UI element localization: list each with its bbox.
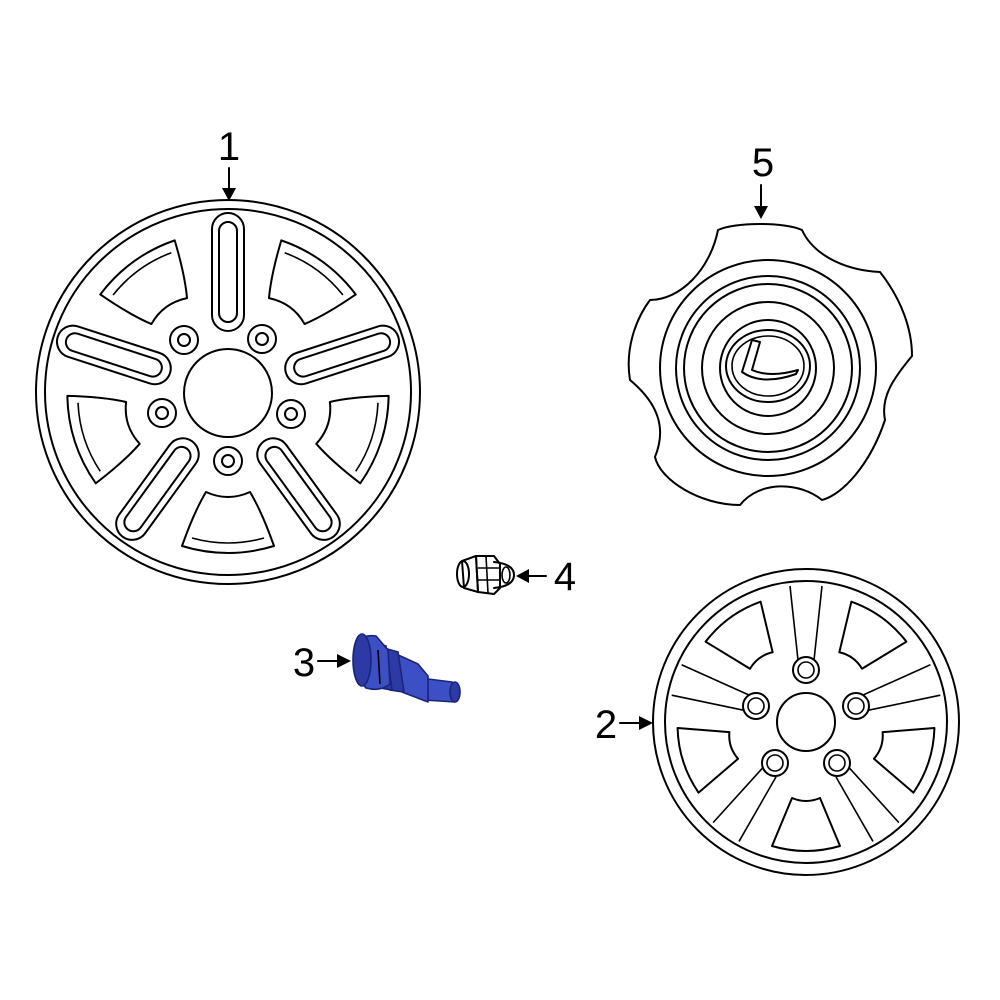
lug-nut[interactable] — [456, 555, 515, 595]
wheel-1-spokes — [55, 212, 401, 541]
callout-1-number: 1 — [218, 125, 240, 169]
lexus-logo-icon — [725, 329, 811, 403]
callout-4: 4 — [516, 555, 576, 599]
callout-2-number: 2 — [595, 703, 617, 747]
wheel-2-lug-holes — [742, 656, 870, 777]
wheel-1-lug-holes — [147, 324, 306, 476]
callout-5-number: 5 — [752, 141, 774, 185]
callout-1: 1 — [218, 125, 240, 201]
arrow-down-icon — [754, 206, 768, 219]
center-cap[interactable] — [627, 223, 913, 506]
arrow-down-icon — [222, 188, 236, 201]
callout-5: 5 — [752, 141, 774, 219]
callout-4-number: 4 — [554, 555, 576, 599]
wheel-1-windows — [66, 239, 390, 554]
arrow-left-icon — [516, 569, 529, 583]
callout-3-number: 3 — [293, 641, 315, 685]
valve-stem[interactable] — [352, 633, 461, 703]
wheel-1[interactable] — [35, 199, 421, 585]
wheel-2-windows — [676, 600, 936, 852]
wheel-2[interactable] — [652, 568, 960, 876]
callout-3: 3 — [293, 641, 351, 685]
callout-2: 2 — [595, 703, 653, 747]
arrow-right-icon — [337, 654, 351, 668]
wheel-2-spokes — [671, 585, 941, 842]
arrow-right-icon — [639, 716, 653, 730]
